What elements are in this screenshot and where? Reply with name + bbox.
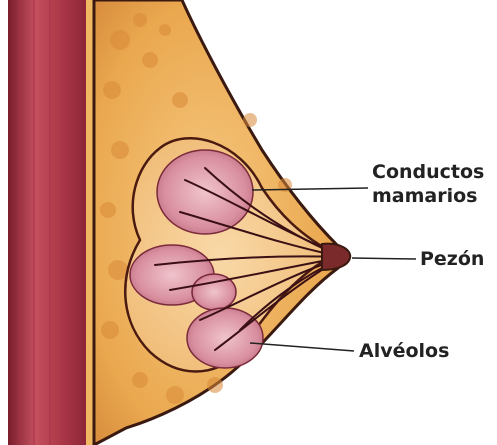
label-alveolos: Alvéolos: [359, 339, 449, 363]
label-conductos-line2: mamarios: [372, 184, 484, 208]
lobule-upper: [157, 150, 253, 234]
label-conductos-line1: Conductos: [372, 160, 484, 184]
leader-line-pezon: [352, 258, 416, 259]
label-pezon: Pezón: [420, 247, 484, 271]
label-conductos-mamarios: Conductos mamarios: [372, 160, 484, 208]
leader-line-alveolos: [250, 343, 354, 351]
chest-wall-muscle: [8, 0, 94, 445]
lobule-lower: [187, 308, 263, 368]
nipple: [322, 244, 350, 270]
